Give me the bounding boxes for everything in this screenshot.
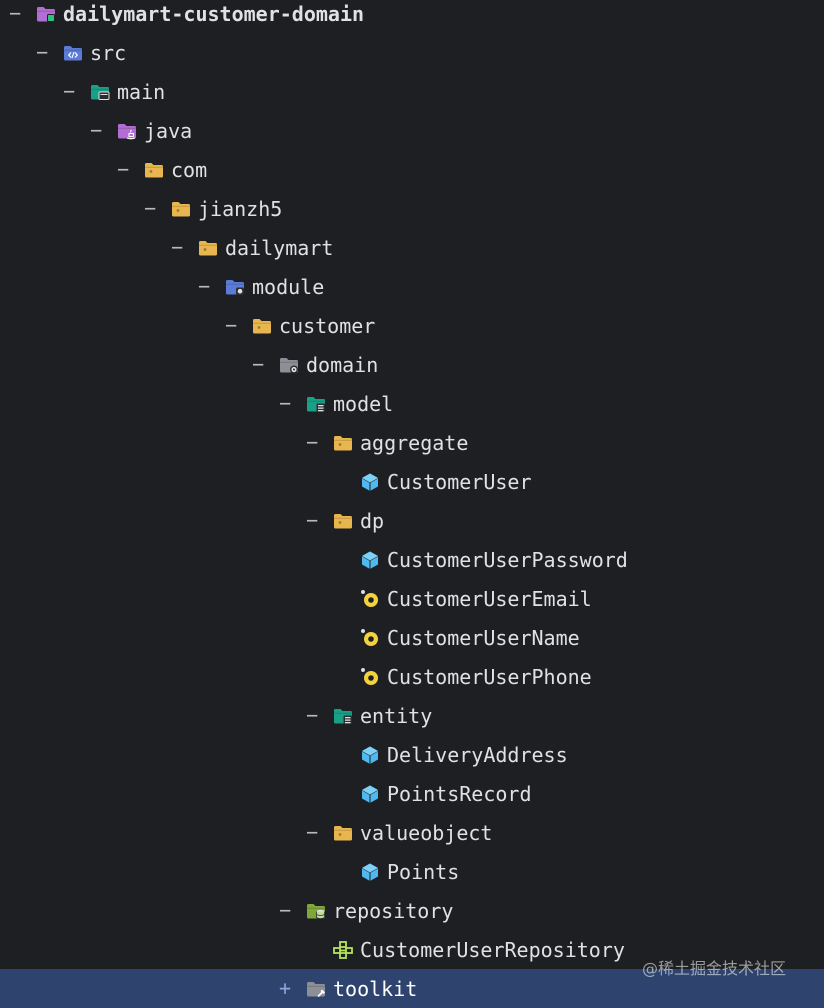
collapse-toggle[interactable]: − <box>305 820 319 844</box>
expand-toggle[interactable]: + <box>278 976 292 1000</box>
tree-item-label: CustomerUser <box>387 470 532 494</box>
collapse-toggle[interactable]: − <box>278 898 292 922</box>
tree-row[interactable]: DeliveryAddress <box>0 735 824 774</box>
tree-row[interactable]: PointsRecord <box>0 774 824 813</box>
class-cube-icon <box>360 550 380 570</box>
tree-item-label: dailymart <box>225 236 334 260</box>
package-folder-icon <box>252 316 272 336</box>
collapse-toggle[interactable]: − <box>224 313 238 337</box>
tree-row[interactable]: − com <box>0 150 824 189</box>
collapse-toggle[interactable]: − <box>8 1 22 25</box>
tree-item-label: aggregate <box>360 431 469 455</box>
tree-row[interactable]: − repository <box>0 891 824 930</box>
tool-folder-icon <box>306 979 326 999</box>
package-folder-icon <box>333 823 353 843</box>
collapse-toggle[interactable]: − <box>197 274 211 298</box>
collapse-toggle[interactable]: − <box>116 157 130 181</box>
class-cube-icon <box>360 745 380 765</box>
tree-item-label: PointsRecord <box>387 782 532 806</box>
tree-row[interactable]: CustomerUserPhone <box>0 657 824 696</box>
package-folder-icon <box>198 238 218 258</box>
tree-item-label: module <box>252 275 325 299</box>
model-folder-icon <box>333 706 353 726</box>
interface-component-icon <box>333 940 353 960</box>
tree-row[interactable]: − model <box>0 384 824 423</box>
model-folder-icon <box>306 394 326 414</box>
tree-item-label: CustomerUserEmail <box>387 587 592 611</box>
tree-item-label: jianzh5 <box>198 197 283 221</box>
tree-row[interactable]: − java <box>0 111 824 150</box>
record-sun-icon <box>360 628 380 648</box>
collapse-toggle[interactable]: − <box>170 235 184 259</box>
package-folder-icon <box>171 199 191 219</box>
tree-row[interactable]: CustomerUserEmail <box>0 579 824 618</box>
module-package-folder-icon <box>225 277 245 297</box>
tree-row[interactable]: − entity <box>0 696 824 735</box>
tree-row[interactable]: + toolkit <box>0 969 824 1008</box>
collapse-toggle[interactable]: − <box>89 118 103 142</box>
source-root-folder-icon <box>63 43 83 63</box>
tree-row[interactable]: − aggregate <box>0 423 824 462</box>
collapse-toggle[interactable]: − <box>251 352 265 376</box>
tree-item-label: model <box>333 392 394 416</box>
tree-item-label: Points <box>387 860 460 884</box>
class-cube-icon <box>360 862 380 882</box>
collapse-toggle[interactable]: − <box>62 79 76 103</box>
collapse-toggle[interactable]: − <box>305 703 319 727</box>
tree-item-label: domain <box>306 353 379 377</box>
package-folder-icon <box>333 433 353 453</box>
tree-item-label: CustomerUserName <box>387 626 580 650</box>
class-cube-icon <box>360 784 380 804</box>
tree-item-label: main <box>117 80 166 104</box>
package-folder-icon <box>333 511 353 531</box>
tree-row[interactable]: − jianzh5 <box>0 189 824 228</box>
tree-row[interactable]: CustomerUserName <box>0 618 824 657</box>
tree-item-label: com <box>171 158 208 182</box>
tree-item-label: entity <box>360 704 433 728</box>
resource-folder-icon <box>90 82 110 102</box>
tree-item-label: java <box>144 119 193 143</box>
tree-item-label: CustomerUserPassword <box>387 548 628 572</box>
tree-row[interactable]: − dp <box>0 501 824 540</box>
tree-row[interactable]: − customer <box>0 306 824 345</box>
module-folder-icon <box>36 4 56 24</box>
repository-folder-icon <box>306 901 326 921</box>
tree-row[interactable]: − dailymart <box>0 228 824 267</box>
tree-item-label: src <box>90 41 127 65</box>
record-sun-icon <box>360 589 380 609</box>
tree-row[interactable]: CustomerUserRepository <box>0 930 824 969</box>
tree-row[interactable]: − main <box>0 72 824 111</box>
tree-item-label: DeliveryAddress <box>387 743 568 767</box>
tree-row[interactable]: − module <box>0 267 824 306</box>
tree-item-label: dp <box>360 509 385 533</box>
tree-row[interactable]: − dailymart-customer-domain <box>0 0 824 33</box>
tree-row[interactable]: Points <box>0 852 824 891</box>
tree-item-label: CustomerUserRepository <box>360 938 625 962</box>
collapse-toggle[interactable]: − <box>35 40 49 64</box>
collapse-toggle[interactable]: − <box>305 508 319 532</box>
tree-item-label: customer <box>279 314 376 338</box>
tree-row[interactable]: − valueobject <box>0 813 824 852</box>
tree-item-label: repository <box>333 899 454 923</box>
tree-item-label: dailymart-customer-domain <box>63 2 365 26</box>
tree-row[interactable]: − src <box>0 33 824 72</box>
collapse-toggle[interactable]: − <box>305 430 319 454</box>
tree-row[interactable]: CustomerUserPassword <box>0 540 824 579</box>
tree-item-label: valueobject <box>360 821 493 845</box>
tree-row[interactable]: CustomerUser <box>0 462 824 501</box>
tree-row[interactable]: − domain <box>0 345 824 384</box>
domain-folder-icon <box>279 355 299 375</box>
record-sun-icon <box>360 667 380 687</box>
class-cube-icon <box>360 472 380 492</box>
tree-item-label: CustomerUserPhone <box>387 665 592 689</box>
collapse-toggle[interactable]: − <box>278 391 292 415</box>
java-folder-icon <box>117 121 137 141</box>
package-folder-icon <box>144 160 164 180</box>
tree-item-label: toolkit <box>333 977 418 1001</box>
collapse-toggle[interactable]: − <box>143 196 157 220</box>
